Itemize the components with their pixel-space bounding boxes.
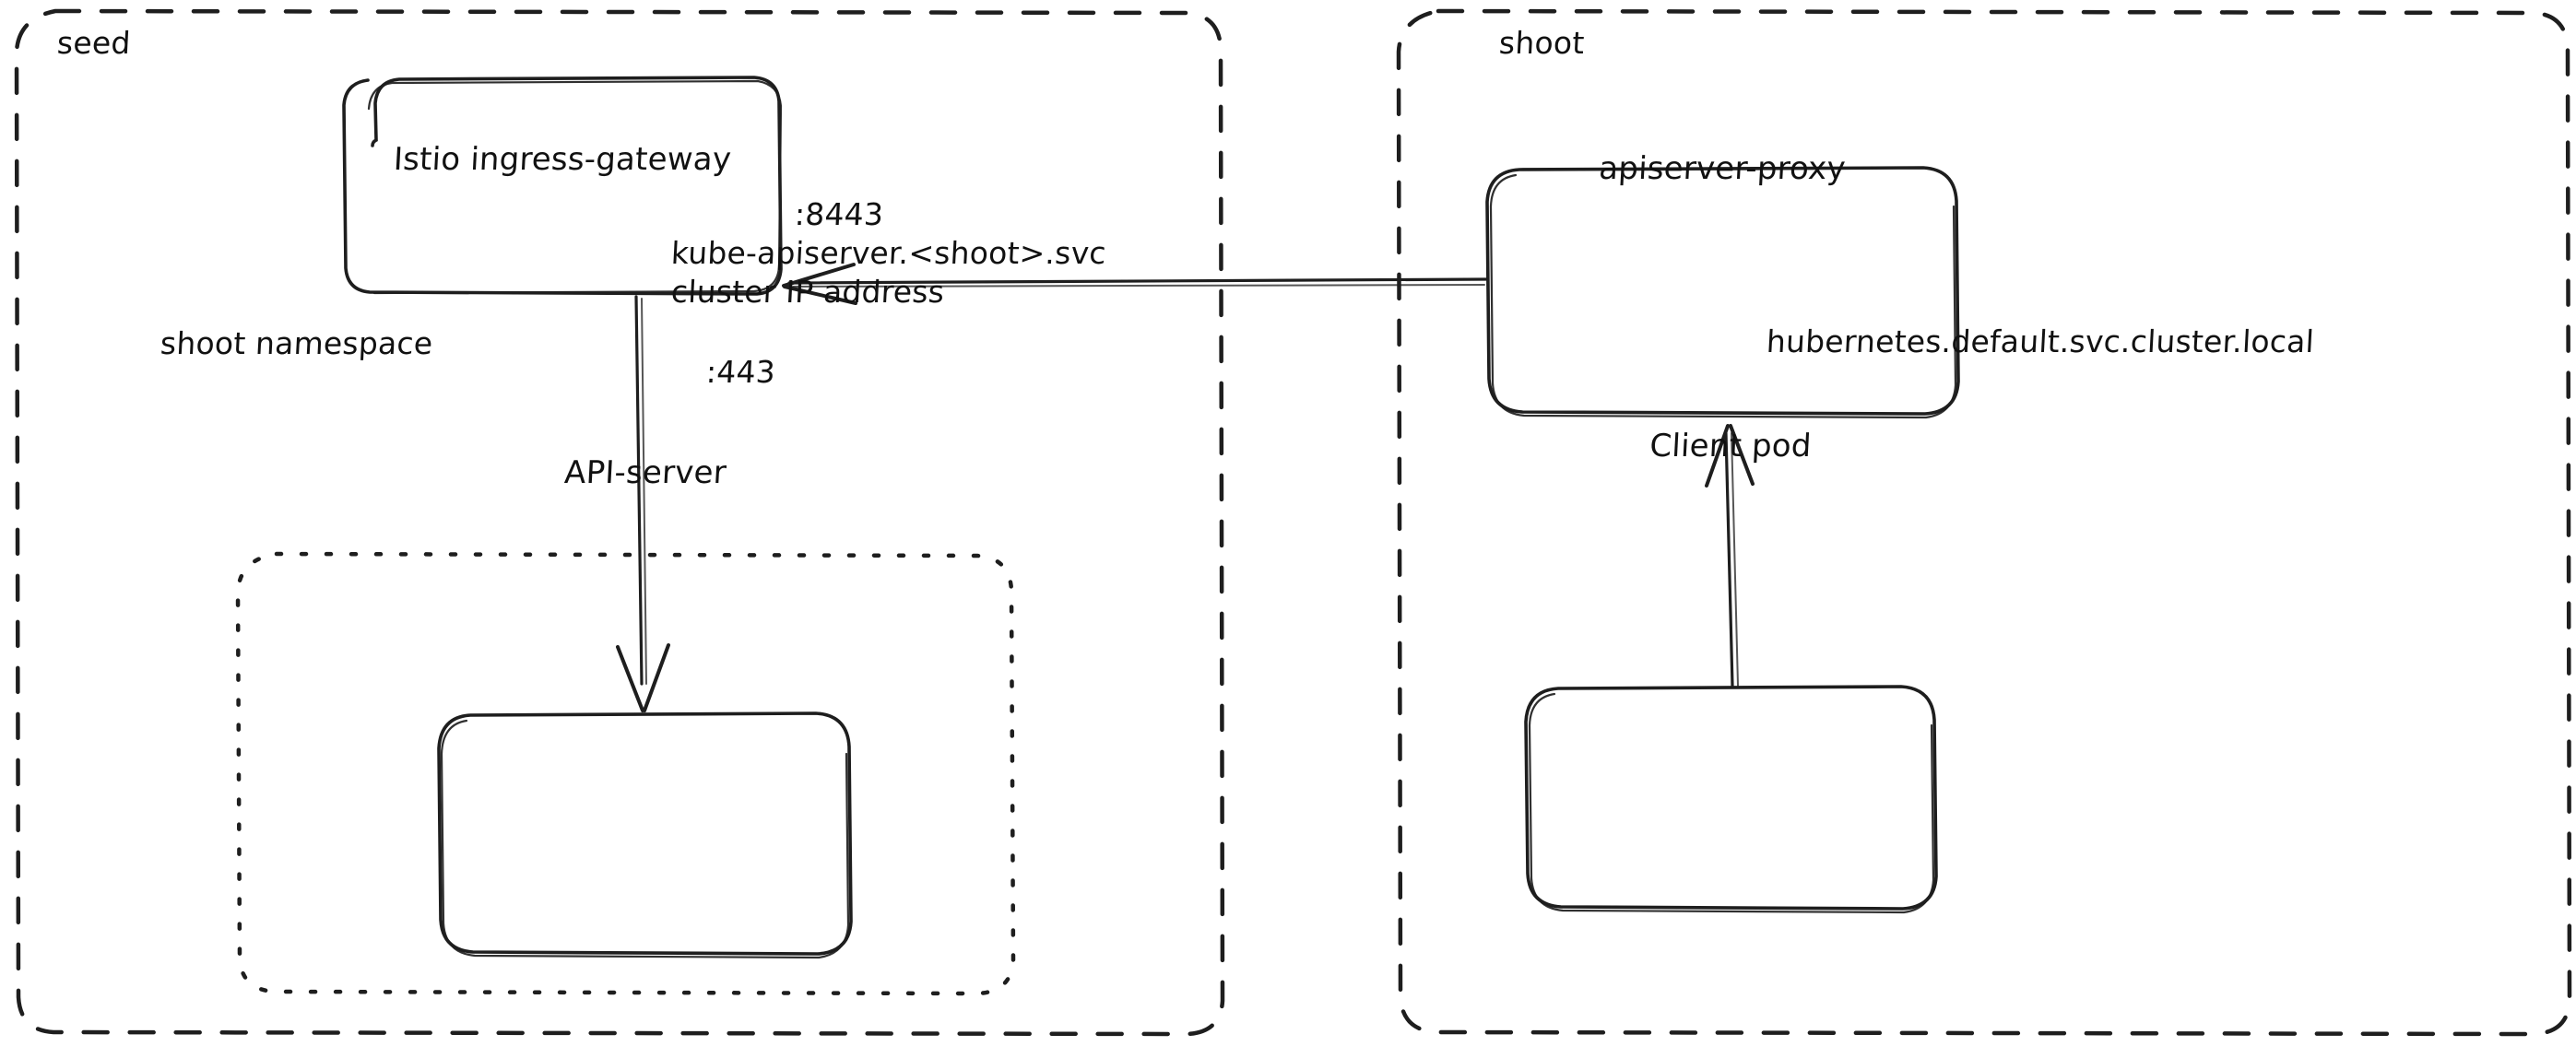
- node-istio-ingress-gateway-shape[interactable]: [342, 76, 783, 296]
- edge-label-kubernetes-default-svc-cluster-local: hubernetes.default.svc.cluster.local: [1766, 323, 2316, 359]
- node-label-apiserver-proxy[interactable]: apiserver-proxy: [1598, 150, 1847, 187]
- group-seed-border: [14, 8, 1225, 1037]
- edge-client-pod-to-apiserver-proxy: [1705, 424, 1755, 688]
- edge-label-kube-apiserver-svc: kube-apiserver.<shoot>.svc: [670, 235, 1107, 271]
- edge-apiserver-proxy-to-istio: [782, 263, 1488, 305]
- node-client-pod-shape[interactable]: [1524, 685, 1938, 914]
- node-label-client-pod[interactable]: Client pod: [1648, 428, 1813, 464]
- edge-label-port-8443: :8443: [794, 196, 885, 232]
- group-shoot-border: [1396, 8, 2572, 1037]
- edge-label-port-443: :443: [705, 354, 776, 390]
- node-label-api-server[interactable]: API-server: [563, 454, 727, 491]
- group-shoot-namespace-border: [235, 551, 1016, 996]
- group-label-seed: seed: [56, 25, 132, 61]
- node-api-server-shape[interactable]: [437, 711, 853, 959]
- node-apiserver-proxy-shape[interactable]: [1485, 166, 1960, 419]
- edge-istio-to-api-server: [616, 295, 670, 712]
- group-label-shoot-namespace: shoot namespace: [160, 325, 434, 361]
- edge-label-cluster-ip-address: cluster IP address: [670, 274, 946, 310]
- node-label-istio-ingress-gateway[interactable]: Istio ingress-gateway: [392, 141, 733, 178]
- group-label-shoot: shoot: [1498, 25, 1586, 61]
